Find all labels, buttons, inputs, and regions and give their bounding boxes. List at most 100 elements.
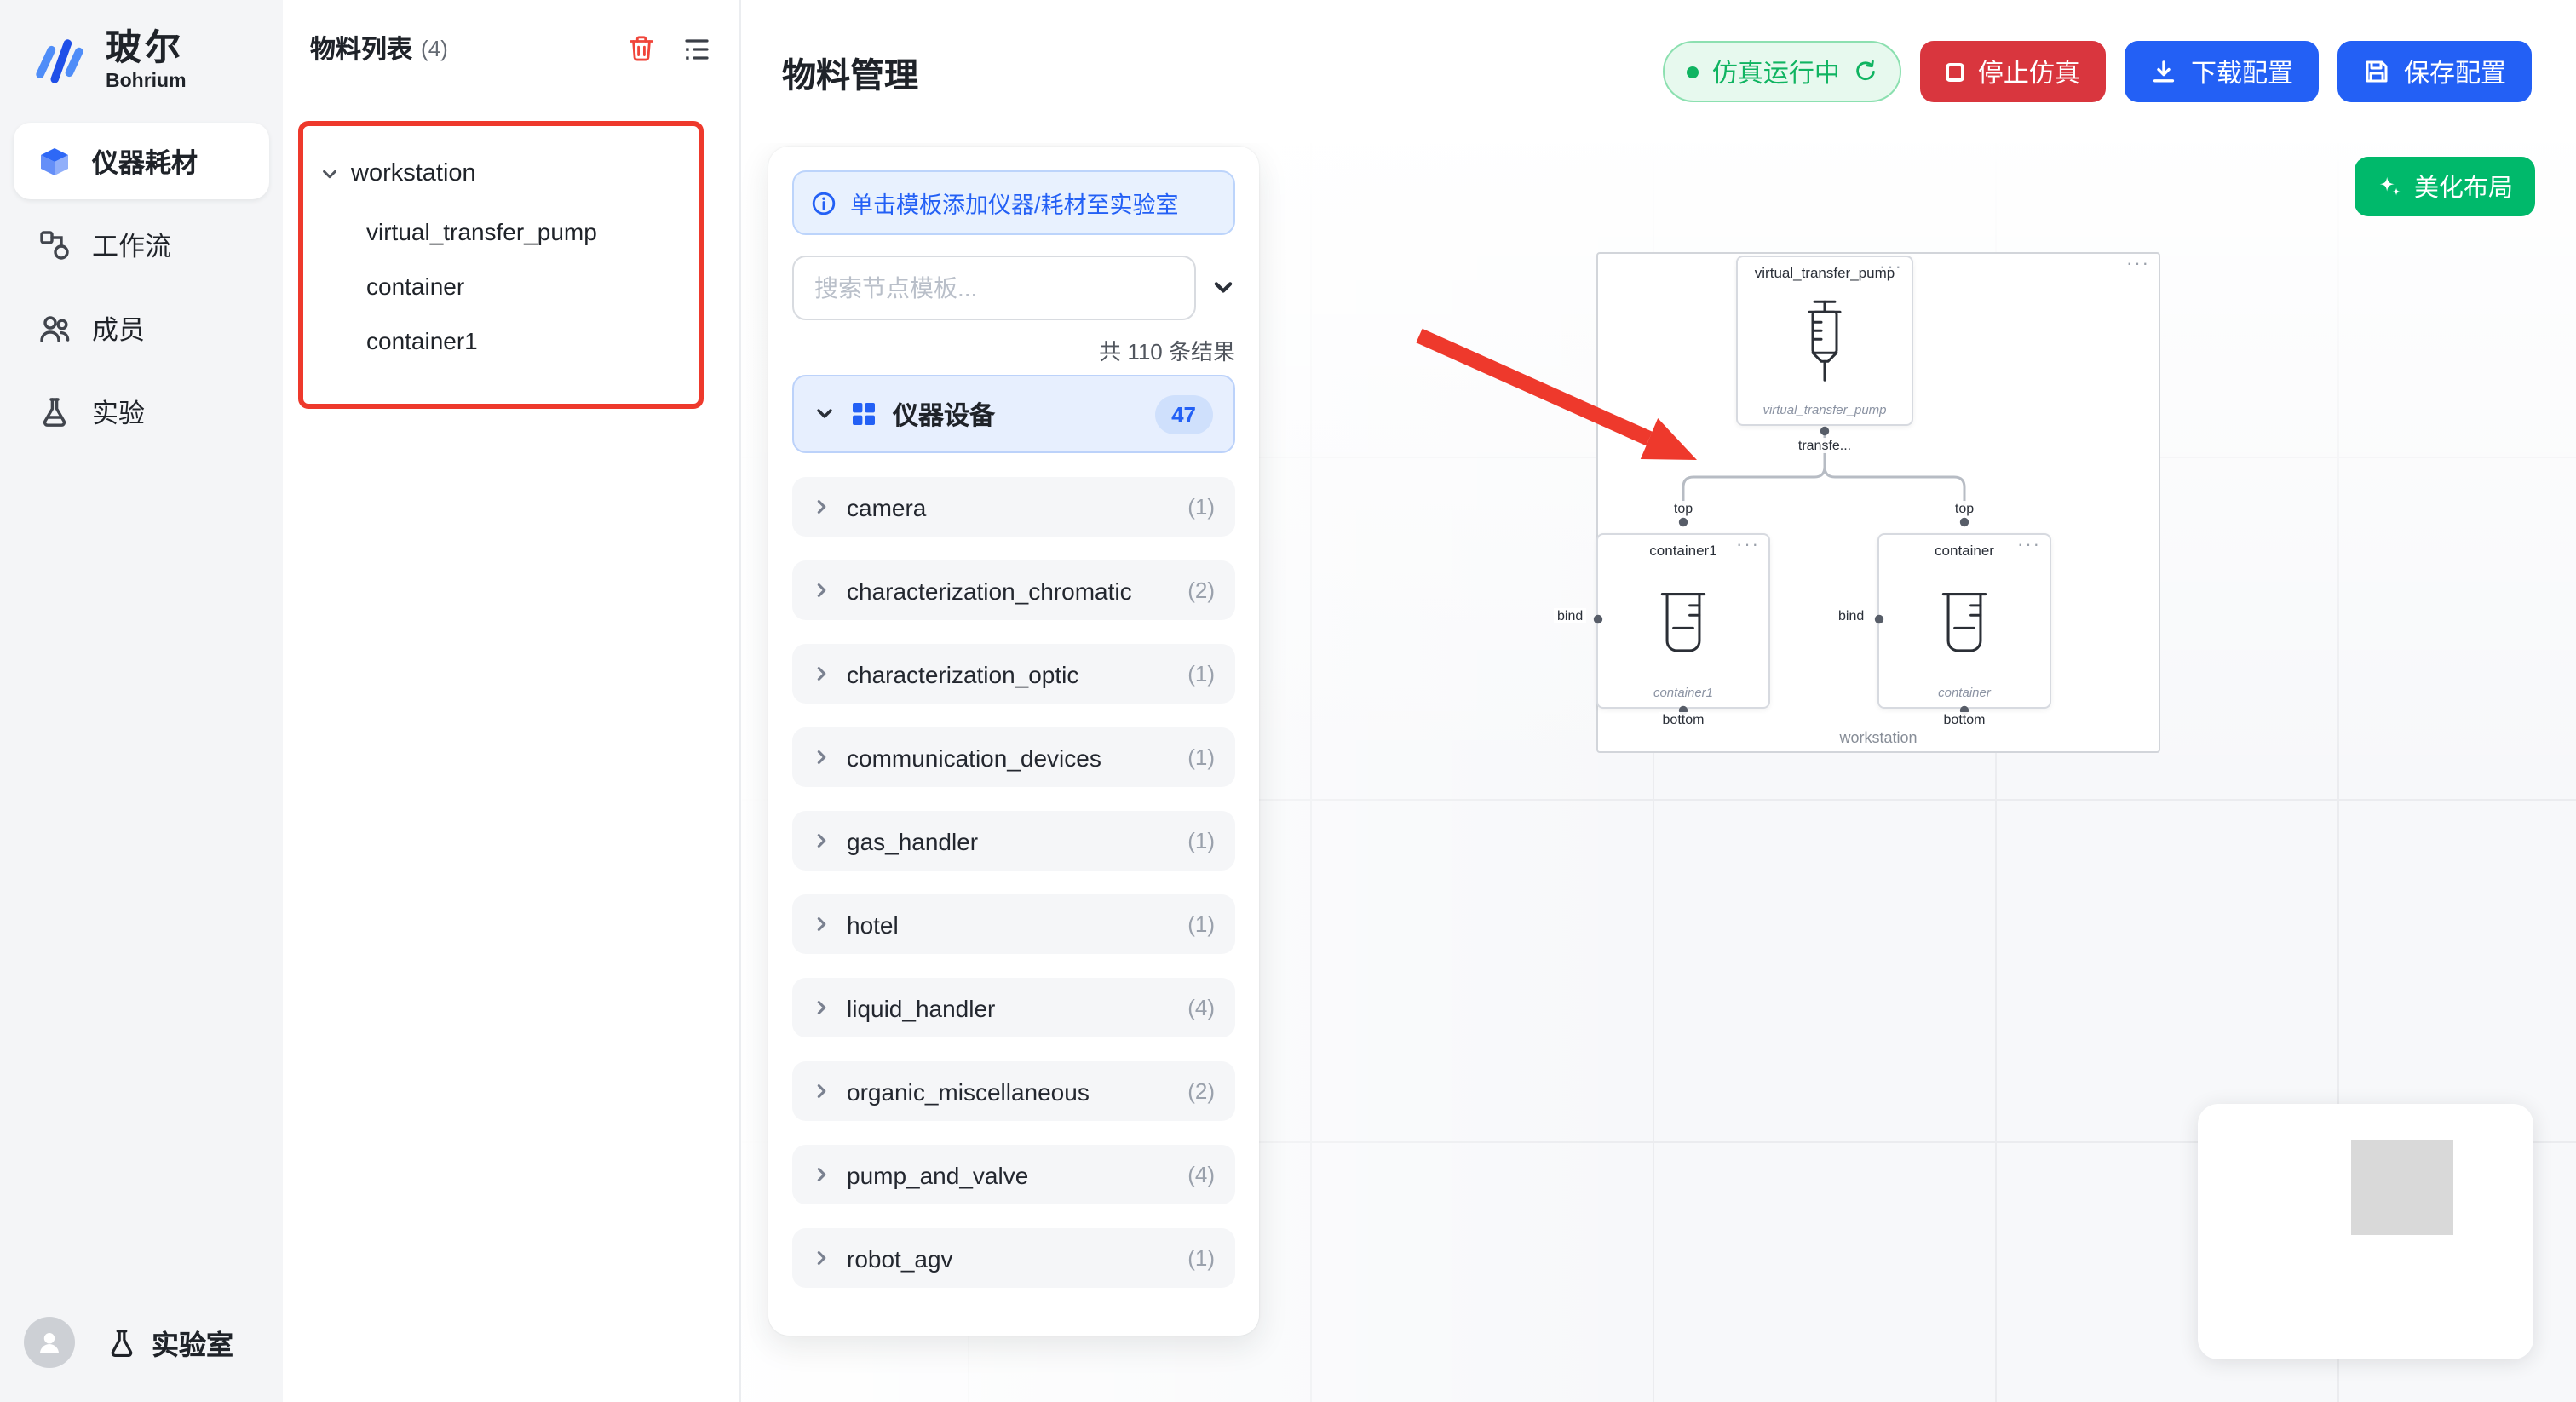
download-config-button[interactable]: 下载配置 (2124, 41, 2319, 102)
node-subtitle: container1 (1653, 685, 1714, 700)
workflow-icon (37, 227, 72, 261)
beaker-icon (1934, 587, 1995, 658)
port-label-bind: bind (1554, 608, 1587, 623)
template-label: characterization_optic (847, 660, 1079, 687)
template-row-camera[interactable]: camera (1) (792, 477, 1235, 537)
template-label: liquid_handler (847, 994, 996, 1021)
header-actions: 仿真运行中 停止仿真 (1662, 41, 2532, 102)
materials-title: 物料列表 (310, 36, 413, 65)
port-label-bind: bind (1835, 608, 1868, 623)
info-banner[interactable]: 单击模板添加仪器/耗材至实验室 (792, 170, 1235, 235)
beautify-layout-label: 美化布局 (2414, 175, 2513, 203)
template-row-pump-and-valve[interactable]: pump_and_valve (4) (792, 1145, 1235, 1204)
template-count: (1) (1187, 494, 1215, 520)
sidebar-item-members[interactable]: 成员 (14, 290, 269, 366)
more-options-icon[interactable] (2017, 535, 2041, 555)
template-row-communication-devices[interactable]: communication_devices (1) (792, 727, 1235, 787)
save-config-button[interactable]: 保存配置 (2337, 41, 2532, 102)
chevron-right-icon (813, 581, 831, 600)
template-row-characterization-chromatic[interactable]: characterization_chromatic (2) (792, 560, 1235, 620)
chevron-right-icon (813, 664, 831, 683)
tree-node-label: container1 (366, 327, 478, 354)
sidebar-footer: 实验室 (0, 1293, 283, 1402)
sidebar-item-label: 仪器耗材 (92, 149, 198, 178)
cube-icon (37, 144, 72, 178)
lab-entry[interactable]: 实验室 (106, 1322, 233, 1363)
sidebar-item-label: 工作流 (92, 233, 172, 261)
sidebar-item-workflow[interactable]: 工作流 (14, 206, 269, 283)
sidebar-item-label: 实验 (92, 399, 146, 428)
minimap[interactable] (2198, 1104, 2533, 1359)
results-summary: 共 110 条结果 (1099, 339, 1235, 365)
flow-canvas[interactable]: 单击模板添加仪器/耗材至实验室 共 110 条结果 (741, 143, 2576, 1402)
template-row-robot-agv[interactable]: robot_agv (1) (792, 1228, 1235, 1288)
chevron-down-icon[interactable] (320, 164, 339, 183)
stop-simulation-button[interactable]: 停止仿真 (1919, 41, 2106, 102)
beautify-layout-button[interactable]: 美化布局 (2355, 157, 2535, 216)
grid-icon (850, 400, 877, 428)
template-count: (1) (1187, 1245, 1215, 1271)
tree-node-child[interactable]: container1 (366, 313, 597, 368)
info-banner-text: 单击模板添加仪器/耗材至实验室 (850, 192, 1179, 218)
template-label: robot_agv (847, 1244, 953, 1272)
materials-actions (627, 33, 712, 64)
collapse-all-chevron-icon[interactable] (1211, 276, 1235, 300)
info-icon (811, 190, 837, 215)
template-row-hotel[interactable]: hotel (1) (792, 894, 1235, 954)
flask-icon (37, 394, 72, 428)
template-row-characterization-optic[interactable]: characterization_optic (1) (792, 644, 1235, 704)
port-label-bottom: bottom (1940, 712, 1989, 727)
chevron-right-icon (813, 1082, 831, 1100)
category-row-instruments[interactable]: 仪器设备 47 (792, 375, 1235, 453)
main-area: 物料管理 仿真运行中 停止仿真 (741, 0, 2576, 1402)
minimap-viewport-rect (2351, 1140, 2453, 1235)
tree-node-child[interactable]: virtual_transfer_pump (366, 204, 597, 259)
tree-list-icon[interactable] (681, 33, 712, 64)
chevron-right-icon (813, 915, 831, 934)
save-icon (2363, 58, 2390, 85)
template-label: communication_devices (847, 744, 1101, 771)
node-virtual-transfer-pump[interactable]: virtual_transfer_pump virtual_transfer_p… (1736, 256, 1913, 426)
search-input[interactable] (792, 256, 1196, 320)
node-container1[interactable]: container1 container1 (1596, 533, 1770, 709)
tree-node-child[interactable]: container (366, 259, 597, 313)
more-options-icon[interactable] (2126, 254, 2150, 274)
template-count: (1) (1187, 828, 1215, 853)
port-label-bottom: bottom (1659, 712, 1708, 727)
category-label: 仪器设备 (893, 401, 996, 430)
template-count: (2) (1187, 1078, 1215, 1104)
brand: 玻尔 Bohrium (0, 0, 283, 123)
template-row-organic-miscellaneous[interactable]: organic_miscellaneous (2) (792, 1061, 1235, 1121)
simulation-status-pill: 仿真运行中 (1662, 41, 1901, 102)
chevron-right-icon (813, 998, 831, 1017)
user-avatar[interactable] (24, 1317, 75, 1368)
sidebar-item-instruments[interactable]: 仪器耗材 (14, 123, 269, 199)
node-container[interactable]: container container (1877, 533, 2051, 709)
syringe-icon (1796, 295, 1854, 390)
materials-panel-header: 物料列表 (4) (283, 0, 739, 80)
refresh-icon[interactable] (1854, 60, 1877, 83)
workstation-group-label: workstation (1839, 729, 1918, 746)
template-row-gas-handler[interactable]: gas_handler (1) (792, 811, 1235, 871)
page-title: 物料管理 (782, 57, 918, 95)
tree-node-label: virtual_transfer_pump (366, 218, 597, 245)
trash-icon[interactable] (627, 34, 656, 63)
download-config-label: 下载配置 (2190, 59, 2293, 88)
simulation-status-label: 仿真运行中 (1711, 59, 1840, 88)
template-count: (1) (1187, 744, 1215, 770)
node-subtitle: virtual_transfer_pump (1762, 402, 1887, 417)
tree-node-label: workstation (351, 160, 476, 187)
sidebar-item-experiments[interactable]: 实验 (14, 373, 269, 450)
template-count: (1) (1187, 661, 1215, 687)
chevron-down-icon (814, 404, 835, 424)
more-options-icon[interactable] (1736, 535, 1760, 555)
tree-node-workstation[interactable]: workstation (320, 150, 597, 198)
template-label: camera (847, 493, 927, 520)
download-icon (2150, 58, 2177, 85)
template-count: (4) (1187, 995, 1215, 1020)
chevron-right-icon (813, 1165, 831, 1184)
template-label: organic_miscellaneous (847, 1077, 1090, 1105)
more-options-icon[interactable] (1879, 257, 1903, 278)
template-row-liquid-handler[interactable]: liquid_handler (4) (792, 978, 1235, 1037)
